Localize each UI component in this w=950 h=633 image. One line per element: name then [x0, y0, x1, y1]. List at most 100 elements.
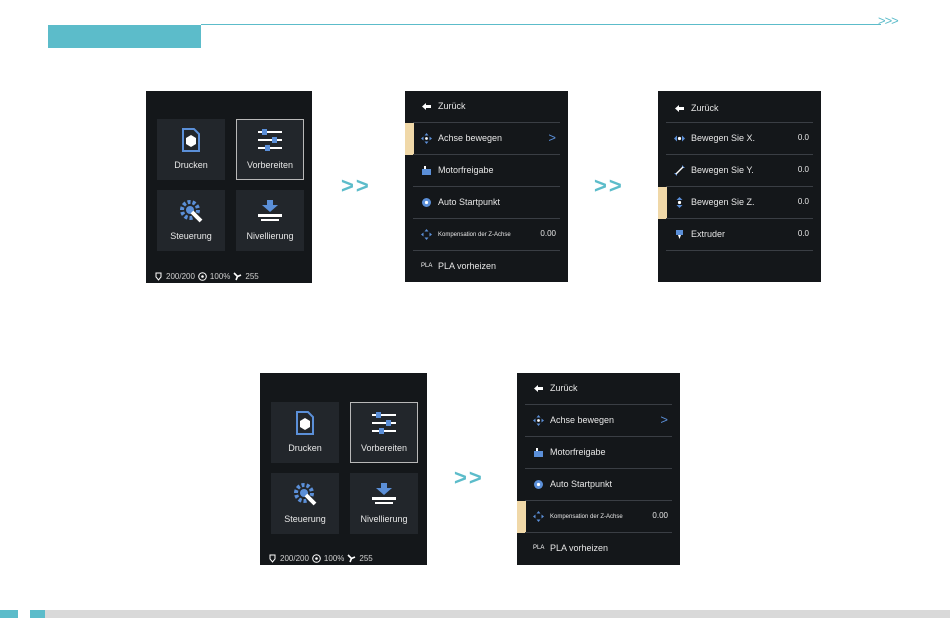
prepare-tile[interactable]: Vorbereiten	[350, 402, 418, 463]
move-y-value: 0.0	[797, 165, 809, 174]
move-axis-row[interactable]: Achse bewegen >	[405, 123, 568, 155]
speed-value: 100%	[209, 272, 231, 281]
leveling-tile[interactable]: Nivellierung	[350, 473, 418, 534]
pla-icon: PLA	[421, 263, 433, 269]
print-label: Drucken	[288, 443, 322, 453]
fan-value: 255	[245, 272, 259, 281]
speed-value: 100%	[323, 554, 345, 563]
prepare-icon	[371, 410, 397, 436]
fan-icon	[347, 554, 356, 563]
back-label: Zurück	[438, 101, 466, 111]
divider	[413, 218, 560, 219]
prepare-tile[interactable]: Vorbereiten	[236, 119, 304, 180]
move-y-row[interactable]: Bewegen Sie Y. 0.0	[658, 155, 821, 187]
move-axis-screen: Zurück Bewegen Sie X. 0.0 Bewegen Sie Y.…	[658, 91, 821, 282]
leveling-tile[interactable]: Nivellierung	[236, 190, 304, 251]
back-row[interactable]: Zurück	[658, 91, 821, 123]
move-x-label: Bewegen Sie X.	[691, 133, 756, 143]
divider	[666, 250, 813, 251]
control-label: Steuerung	[284, 514, 326, 524]
nozzle-temp-icon	[269, 554, 276, 563]
selection-marker	[405, 123, 414, 155]
motor-release-label: Motorfreigabe	[438, 165, 494, 175]
auto-home-label: Auto Startpunkt	[550, 479, 613, 489]
print-tile[interactable]: Drucken	[157, 119, 225, 180]
chevron-right-icon: >	[660, 412, 668, 427]
z-axis-icon	[676, 197, 683, 208]
divider	[666, 218, 813, 219]
status-bar: 200/200 100% 255	[268, 554, 373, 563]
motor-release-row[interactable]: Motorfreigabe	[517, 437, 680, 469]
preheat-pla-row[interactable]: PLA PLA vorheizen	[517, 533, 680, 565]
prepare-label: Vorbereiten	[360, 443, 408, 453]
status-bar: 200/200 100% 255	[154, 272, 259, 281]
move-x-value: 0.0	[797, 133, 809, 142]
divider	[525, 436, 672, 437]
divider	[666, 186, 813, 187]
extruder-row[interactable]: Extruder 0.0	[658, 219, 821, 251]
header-tab	[48, 25, 201, 48]
auto-home-row[interactable]: Auto Startpunkt	[517, 469, 680, 501]
auto-home-label: Auto Startpunkt	[438, 197, 501, 207]
move-axis-row[interactable]: Achse bewegen >	[517, 405, 680, 437]
z-offset-value: 0.00	[652, 511, 668, 520]
control-gear-icon	[178, 198, 204, 224]
pla-icon: PLA	[533, 545, 545, 551]
preheat-pla-label: PLA vorheizen	[438, 261, 497, 271]
footer-bar-left	[0, 610, 18, 618]
z-offset-row[interactable]: Kompensation der Z-Achse 0.00	[517, 501, 680, 533]
z-offset-label: Kompensation der Z-Achse	[438, 232, 511, 238]
z-offset-value: 0.00	[540, 229, 556, 238]
fan-value: 255	[359, 554, 373, 563]
divider	[525, 500, 672, 501]
back-arrow-icon	[675, 105, 684, 112]
divider	[666, 122, 813, 123]
divider	[413, 186, 560, 187]
move-z-label: Bewegen Sie Z.	[691, 197, 755, 207]
divider	[666, 154, 813, 155]
move-y-label: Bewegen Sie Y.	[691, 165, 754, 175]
extruder-value: 0.0	[797, 229, 809, 238]
selection-marker	[658, 187, 667, 219]
flow-arrow-1: >>	[341, 173, 371, 198]
control-gear-icon	[292, 481, 318, 507]
move-axis-label: Achse bewegen	[550, 415, 615, 425]
motor-icon	[422, 166, 431, 175]
footer-bar-right	[45, 610, 950, 618]
divider	[413, 154, 560, 155]
speed-icon	[312, 554, 321, 563]
divider	[525, 468, 672, 469]
preheat-pla-row[interactable]: PLA PLA vorheizen	[405, 251, 568, 282]
prepare-menu-screen: Zurück Achse bewegen > Motorfreigabe Aut…	[405, 91, 568, 282]
move-axis-icon	[533, 415, 544, 426]
move-z-row[interactable]: Bewegen Sie Z. 0.0	[658, 187, 821, 219]
move-x-row[interactable]: Bewegen Sie X. 0.0	[658, 123, 821, 155]
speed-icon	[198, 272, 207, 281]
chevron-right-icon: >	[548, 130, 556, 145]
control-tile[interactable]: Steuerung	[157, 190, 225, 251]
extruder-label: Extruder	[691, 229, 726, 239]
x-axis-icon	[674, 135, 685, 142]
divider	[413, 250, 560, 251]
auto-home-row[interactable]: Auto Startpunkt	[405, 187, 568, 219]
flow-arrow-2: >>	[594, 173, 624, 198]
leveling-label: Nivellierung	[246, 231, 294, 241]
header-arrows: >>>	[878, 13, 899, 28]
z-offset-row[interactable]: Kompensation der Z-Achse 0.00	[405, 219, 568, 251]
leveling-label: Nivellierung	[360, 514, 408, 524]
leveling-icon	[371, 481, 397, 507]
print-tile[interactable]: Drucken	[271, 402, 339, 463]
control-tile[interactable]: Steuerung	[271, 473, 339, 534]
move-axis-icon	[421, 133, 432, 144]
divider	[413, 122, 560, 123]
back-row[interactable]: Zurück	[405, 91, 568, 123]
selection-marker	[517, 501, 526, 533]
back-label: Zurück	[691, 103, 719, 113]
preheat-pla-label: PLA vorheizen	[550, 543, 609, 553]
fan-icon	[233, 272, 242, 281]
print-label: Drucken	[174, 160, 208, 170]
motor-release-row[interactable]: Motorfreigabe	[405, 155, 568, 187]
back-row[interactable]: Zurück	[517, 373, 680, 405]
prepare-label: Vorbereiten	[246, 160, 294, 170]
z-offset-label: Kompensation der Z-Achse	[550, 514, 623, 520]
